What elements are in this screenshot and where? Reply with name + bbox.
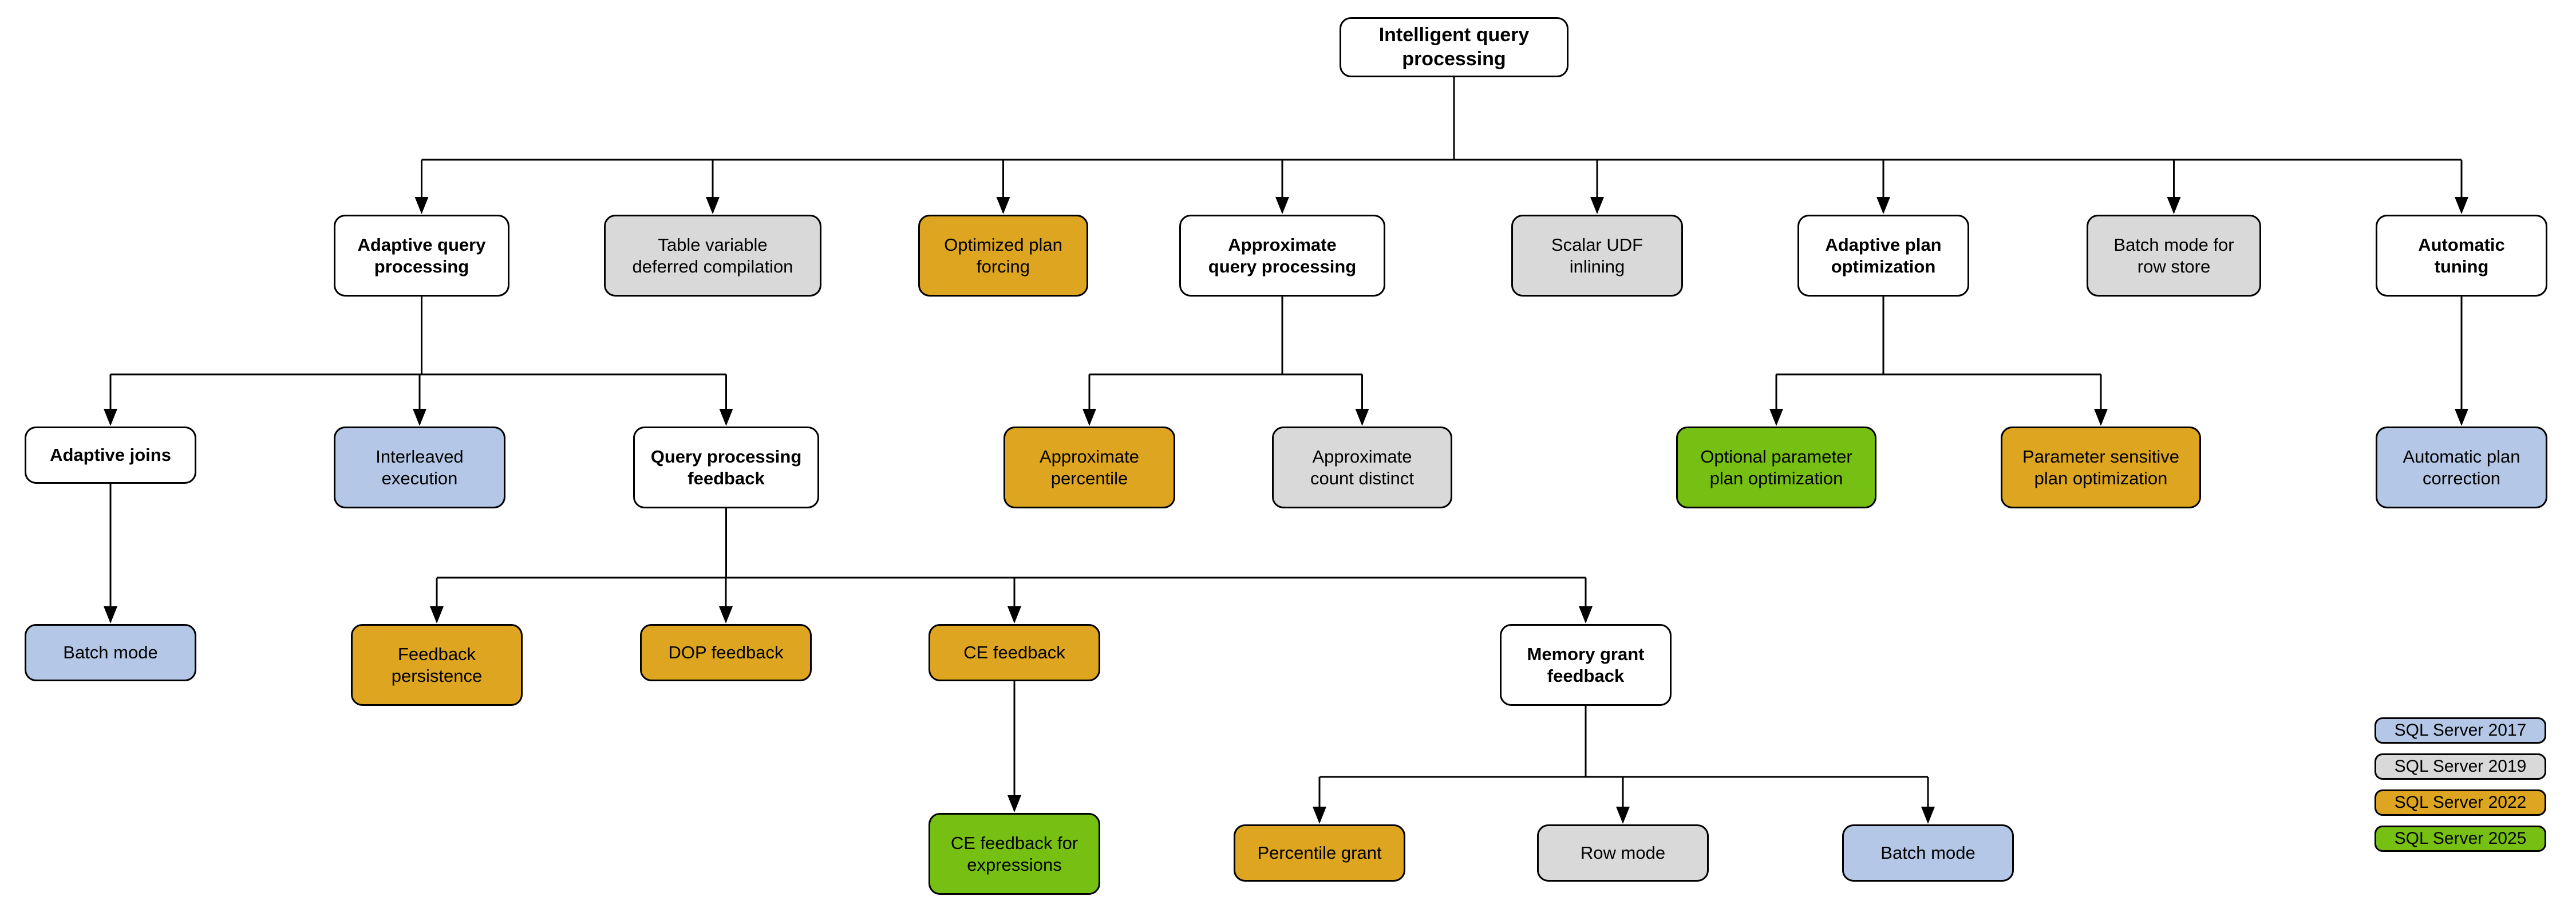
node-ajoins[interactable]: Adaptive joins	[25, 427, 196, 484]
node-approxcd[interactable]: Approximate count distinct	[1272, 427, 1452, 508]
node-autotune[interactable]: Automatic tuning	[2376, 215, 2547, 297]
node-bmrs[interactable]: Batch mode for row store	[2087, 215, 2261, 297]
node-apc[interactable]: Automatic plan correction	[2376, 427, 2547, 508]
legend-item-sql-server-2022: SQL Server 2022	[2374, 789, 2546, 816]
node-qpf[interactable]: Query processing feedback	[633, 427, 819, 508]
node-udf[interactable]: Scalar UDF inlining	[1511, 215, 1683, 297]
legend-item-sql-server-2019: SQL Server 2019	[2374, 753, 2546, 780]
node-cefbexpr[interactable]: CE feedback for expressions	[929, 813, 1100, 895]
node-aqproc[interactable]: Approximate query processing	[1179, 215, 1385, 297]
node-fbpersist[interactable]: Feedback persistence	[351, 624, 523, 706]
node-approxpct[interactable]: Approximate percentile	[1003, 427, 1175, 508]
node-batchmode2[interactable]: Batch mode	[1842, 824, 2014, 882]
node-opf[interactable]: Optimized plan forcing	[918, 215, 1088, 297]
legend-item-sql-server-2025: SQL Server 2025	[2374, 826, 2546, 852]
node-oppo[interactable]: Optional parameter plan optimization	[1676, 427, 1876, 508]
node-interleav[interactable]: Interleaved execution	[334, 427, 505, 508]
node-pctgrant[interactable]: Percentile grant	[1234, 824, 1405, 882]
node-aqp[interactable]: Adaptive query processing	[334, 215, 509, 297]
node-apo[interactable]: Adaptive plan optimization	[1797, 215, 1969, 297]
node-dopfb[interactable]: DOP feedback	[640, 624, 812, 681]
node-batchmode1[interactable]: Batch mode	[25, 624, 196, 681]
node-root[interactable]: Intelligent query processing	[1340, 17, 1568, 77]
node-mgfb[interactable]: Memory grant feedback	[1500, 624, 1672, 706]
node-cefb[interactable]: CE feedback	[929, 624, 1100, 681]
node-pspo[interactable]: Parameter sensitive plan optimization	[2001, 427, 2201, 508]
node-tvdc[interactable]: Table variable deferred compilation	[604, 215, 821, 297]
legend-item-sql-server-2017: SQL Server 2017	[2374, 717, 2546, 744]
node-rowmode[interactable]: Row mode	[1537, 824, 1709, 882]
